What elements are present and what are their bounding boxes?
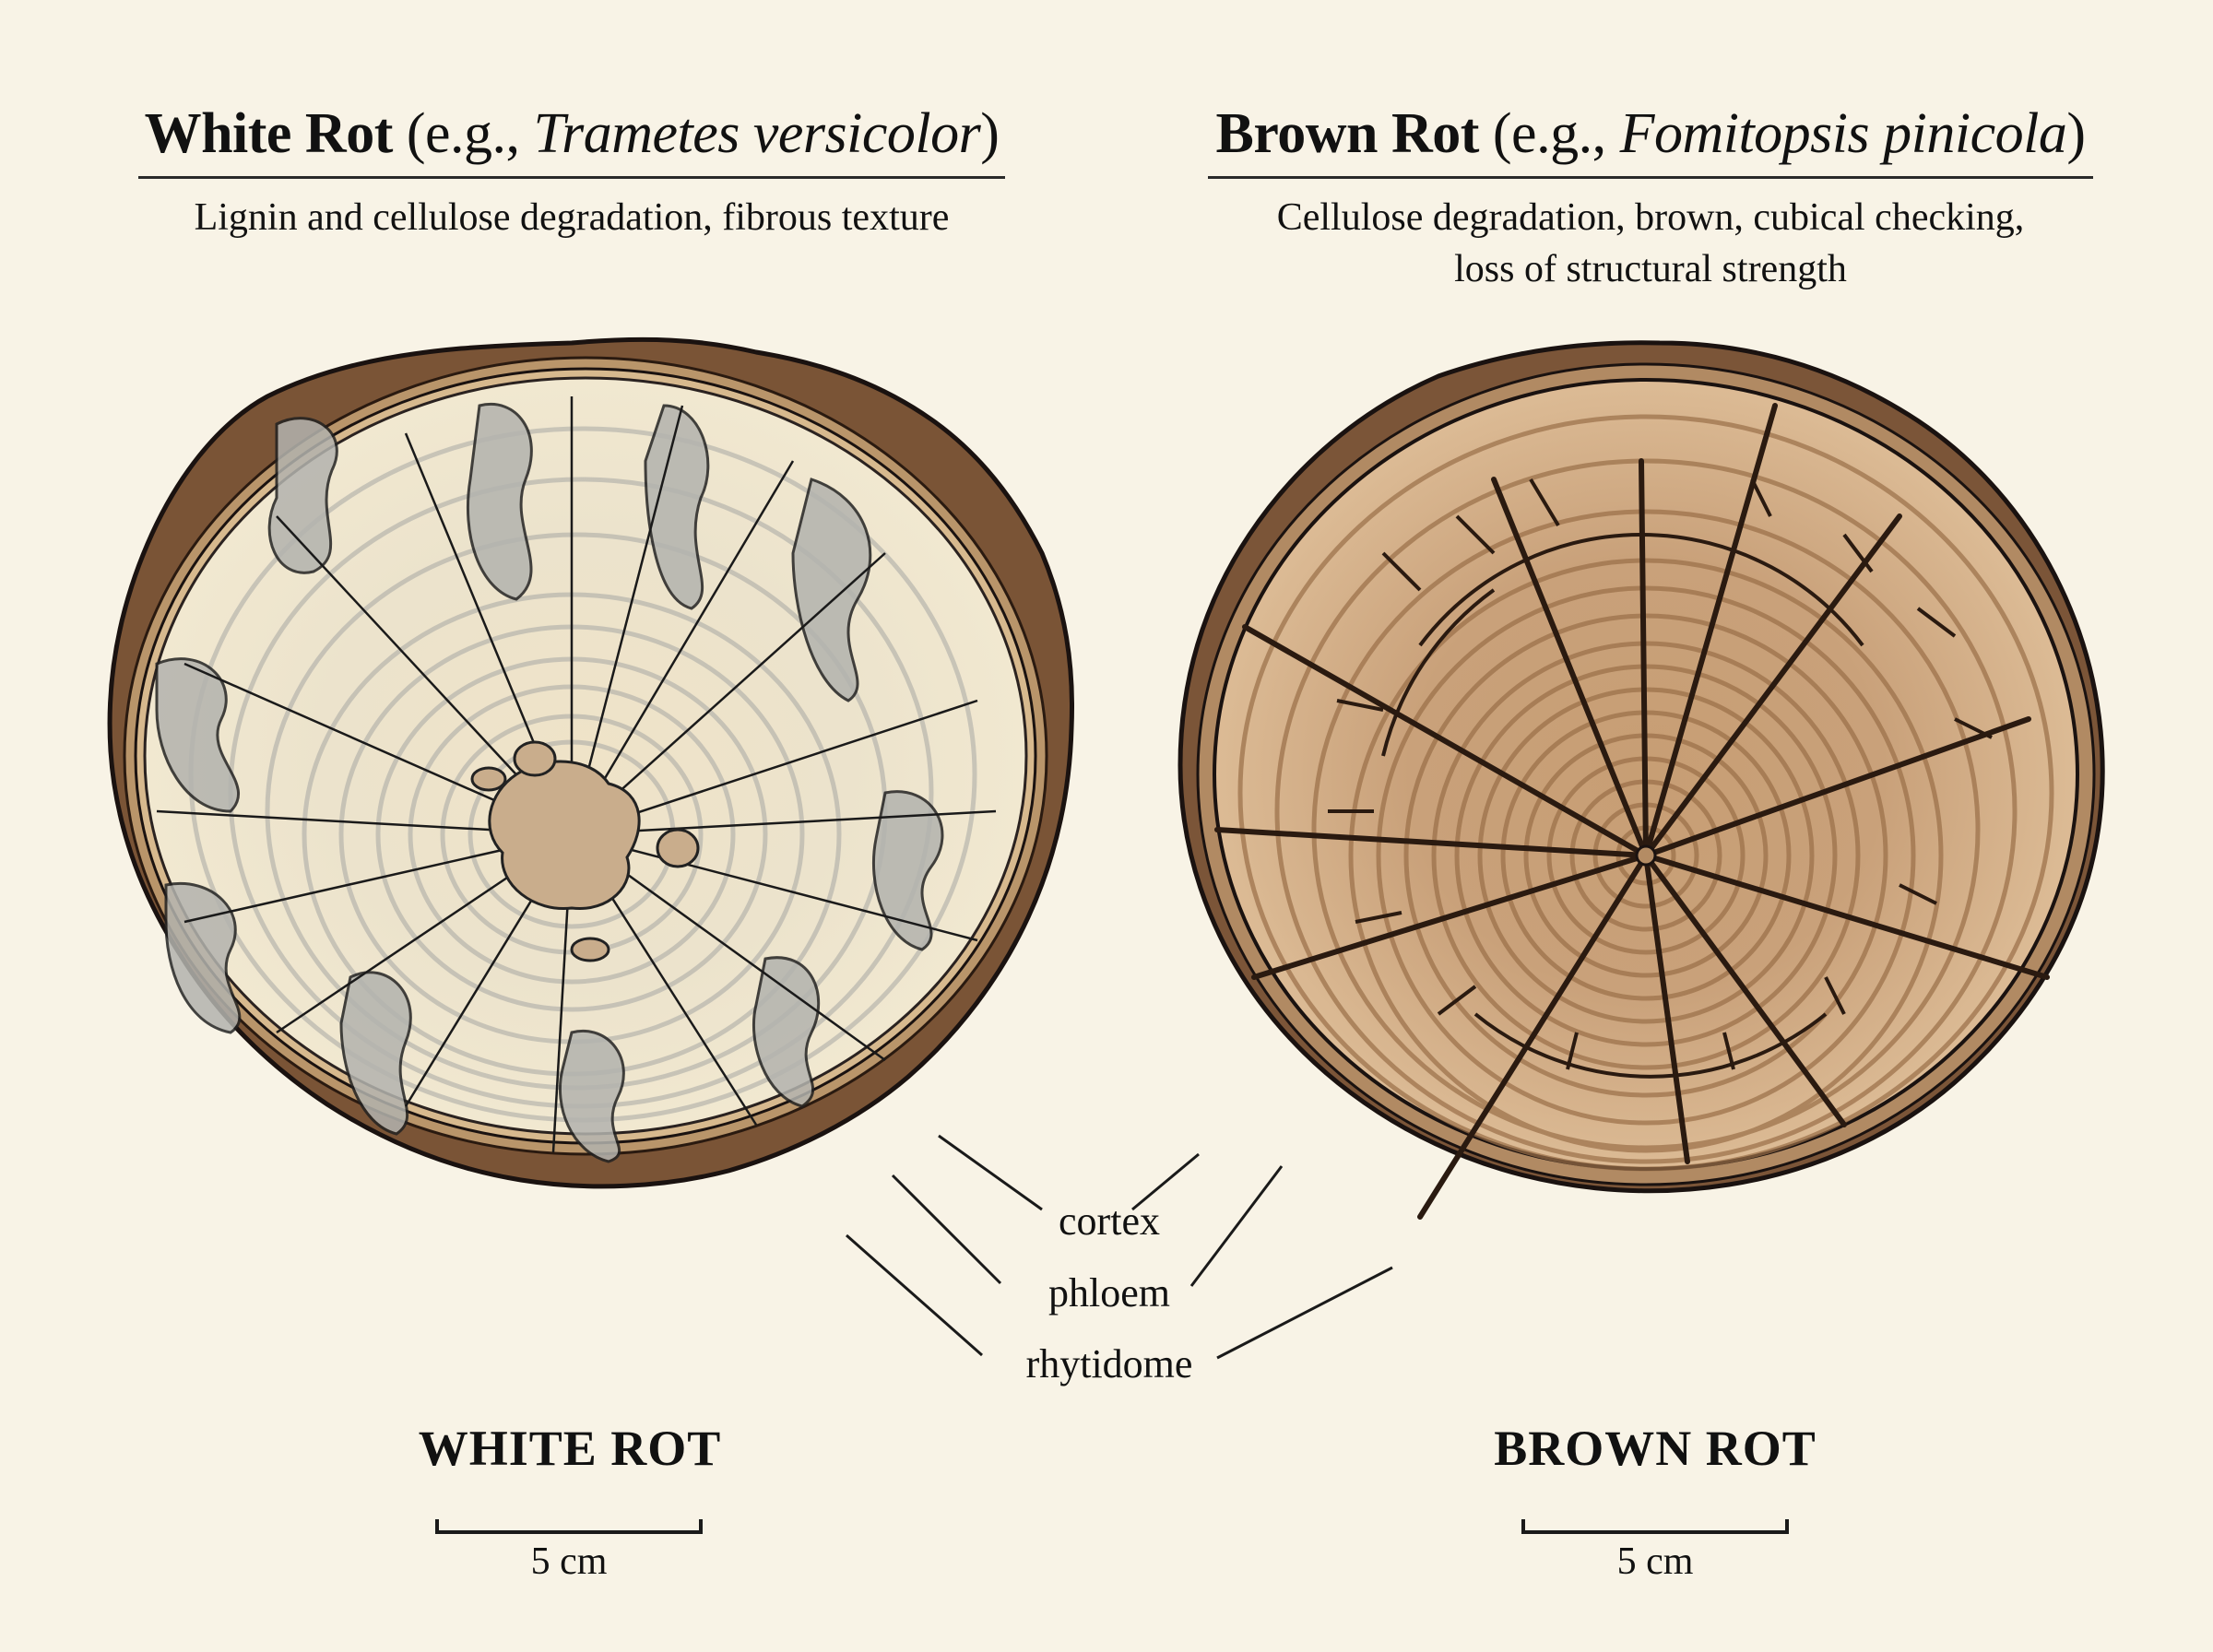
header-divider xyxy=(138,176,1005,179)
annotation-leader-lines xyxy=(846,1134,1393,1360)
white-rot-scale-bar xyxy=(435,1519,703,1534)
brown-rot-label: BROWN ROT xyxy=(1494,1421,1817,1476)
title-paren-open: (e.g., xyxy=(1478,102,1620,165)
white-rot-label: WHITE ROT xyxy=(418,1421,722,1476)
header-divider xyxy=(1208,176,2093,179)
title-paren-close: ) xyxy=(2066,102,2086,165)
label-phloem: phloem xyxy=(1048,1270,1170,1316)
brown-rot-cross-section xyxy=(1178,340,2105,1220)
brown-rot-title: Brown Rot (e.g., Fomitopsis pinicola) xyxy=(1208,97,2093,171)
brown-rot-scale-text: 5 cm xyxy=(1616,1540,1694,1583)
white-rot-cross-section xyxy=(107,336,1074,1189)
white-rot-pith-fragments xyxy=(470,740,700,962)
label-rhytidome: rhytidome xyxy=(1025,1341,1193,1386)
white-rot-title-bold: White Rot xyxy=(144,102,394,165)
white-rot-subtitle: Lignin and cellulose degradation, fibrou… xyxy=(194,196,950,239)
brown-rot-title-bold: Brown Rot xyxy=(1215,102,1479,165)
white-rot-species: Trametes versicolor xyxy=(533,102,981,165)
brown-rot-cubical-checks xyxy=(1328,478,1993,1079)
title-paren-close: ) xyxy=(980,102,1000,165)
white-rot-scale-text: 5 cm xyxy=(530,1540,608,1583)
brown-rot-species: Fomitopsis pinicola xyxy=(1619,102,2067,165)
title-paren-open: (e.g., xyxy=(392,102,534,165)
brown-rot-header: Brown Rot (e.g., Fomitopsis pinicola) Ce… xyxy=(1208,97,2093,295)
white-rot-header: White Rot (e.g., Trametes versicolor) Li… xyxy=(138,97,1005,243)
label-cortex: cortex xyxy=(1059,1198,1160,1244)
white-rot-pith xyxy=(488,760,641,911)
brown-rot-subtitle-line2: loss of structural strength xyxy=(1454,248,1847,290)
white-rot-title: White Rot (e.g., Trametes versicolor) xyxy=(138,97,1005,171)
brown-rot-subtitle: Cellulose degradation, brown, cubical ch… xyxy=(1208,192,2093,295)
brown-rot-pith xyxy=(1635,844,1657,867)
brown-rot-subtitle-line1: Cellulose degradation, brown, cubical ch… xyxy=(1276,196,2025,239)
brown-rot-scale-bar xyxy=(1521,1519,1789,1534)
